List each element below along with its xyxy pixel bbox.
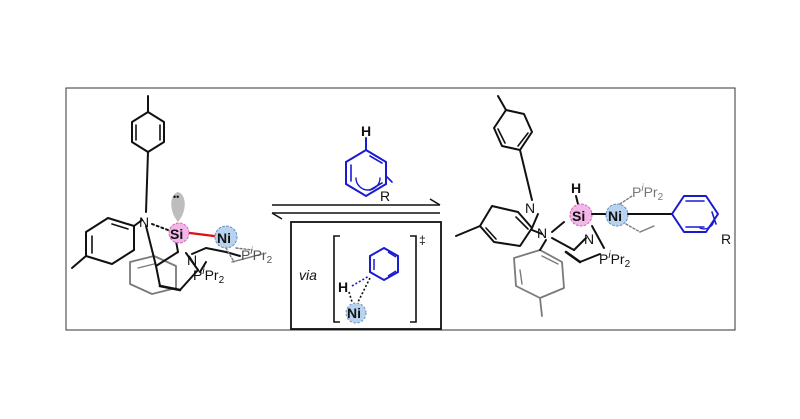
right-pipr2-top: PiPr2 [632,183,664,203]
bond [455,225,481,237]
left-pipr2-bottom: PiPr2 [193,266,225,286]
si-h-bond [575,195,579,205]
ts-h: H [338,279,348,295]
via-label: via [299,267,317,283]
arene-ring [345,148,387,198]
bond [711,211,717,225]
left-pipr2-right: PiPr2 [241,246,273,266]
substituent-arc [355,177,381,191]
bond [541,255,559,265]
bond [485,227,497,240]
ts-h-c-bond [351,275,370,287]
bond [625,223,641,233]
bond [573,237,587,251]
bracket-right [410,235,417,323]
right-n-bridge: N [537,225,547,241]
bond [531,229,543,235]
si-label: Si [572,208,585,224]
ts-h-ni-bond [348,291,353,303]
aryl-ring-left [85,217,135,265]
bond [515,216,529,230]
lone-pair-lobe [171,192,185,222]
bond [111,223,129,230]
transition-state-box: via ‡ [290,221,442,330]
bond [145,151,149,213]
ts-ni-atom [345,302,367,324]
bond [564,250,582,264]
arene-substrate [345,137,393,198]
bond [385,175,393,183]
bond [145,225,157,267]
bond [71,255,87,269]
bond [539,239,547,251]
bond [185,252,199,271]
bond [551,221,565,233]
substituent-arc [699,219,715,230]
arrow-head [429,198,441,206]
left-n-mid: N [187,252,197,268]
bracket-left [333,235,340,323]
left-n-top: N [139,214,149,230]
right-r: R [721,231,731,247]
dative-bond [151,223,169,231]
bond [619,195,633,205]
tolyl-ring-top [493,109,533,151]
scheme-frame [65,87,736,331]
bond [539,297,543,317]
ni-label: Ni [217,230,231,246]
bond [579,253,601,263]
bond [133,219,143,227]
product-complex: Si Ni [455,95,719,317]
bond [551,237,575,251]
arrow-head [271,212,283,220]
bond [179,269,199,291]
right-si-h: H [571,180,581,196]
aryl-ring-product [671,195,719,233]
si-label: Si [170,226,183,242]
bond [519,149,533,201]
bond [231,253,263,263]
bond [199,261,207,273]
bond [387,251,397,258]
ni-label: Ni [608,208,622,224]
bond [497,128,506,144]
right-n-left: N [525,200,535,216]
bond [235,247,253,251]
bond [531,213,539,229]
tolyl-ring-bottom [513,249,565,299]
si-ni-bond [188,231,216,238]
bond [155,251,179,267]
bond [191,247,207,255]
bond [591,225,605,249]
reactant-complex: •• Si Ni [71,95,263,295]
lone-pair-dots: •• [173,192,179,202]
bond [137,263,155,269]
bond [387,270,397,277]
substrate-r: R [380,188,390,204]
substrate-h: H [361,123,371,139]
bond [519,269,523,285]
equilibrium-arrows [271,198,441,220]
ts-arene-ring [369,246,399,282]
dagger: ‡ [419,233,426,247]
ts-ni: Ni [347,305,361,321]
bond [369,155,383,164]
bond [155,265,161,287]
bond [158,284,182,292]
bond [225,247,235,263]
bond [639,225,655,233]
bond [517,132,529,147]
bond [497,95,507,111]
ts-c-ni-bond [357,277,371,303]
bond [205,247,227,253]
right-n-lower: N [584,231,594,247]
right-pipr2-bottom: PiPr2 [599,250,631,270]
